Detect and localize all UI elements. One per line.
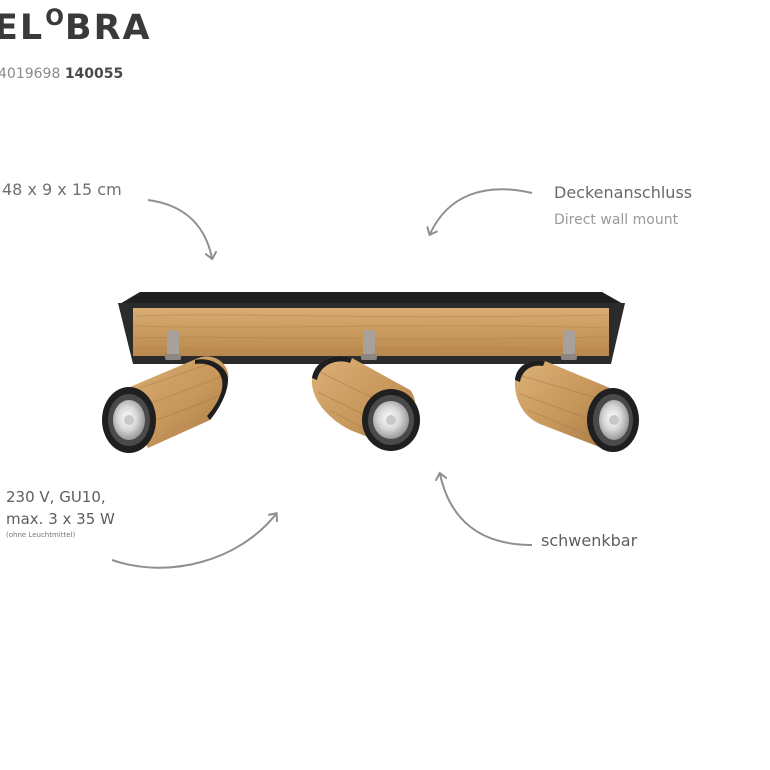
dimension-arrow (147, 199, 212, 258)
brand-logo: ELOBRA (0, 6, 152, 48)
power-spec-note: (ohne Leuchtmittel) (6, 531, 76, 539)
brand-logo-start: EL (0, 8, 45, 48)
spotlight-right (514, 330, 639, 452)
article-number: 4019698 140055 (0, 66, 123, 82)
power-spec-line1: 230 V, GU10, (6, 488, 106, 506)
article-code: 140055 (64, 66, 124, 82)
power-arrow (111, 514, 276, 569)
ceiling-arrow (430, 188, 533, 234)
brand-logo-o: O (45, 6, 64, 31)
ceiling-mount-sublabel: Direct wall mount (554, 212, 679, 228)
brand-logo-end: BRA (64, 8, 152, 48)
article-ean: 4019698 (0, 66, 61, 82)
ceiling-mount-label: Deckenanschluss (554, 183, 693, 202)
swivel-arrow (440, 474, 533, 546)
spotlight-left (102, 330, 229, 453)
spotlight-middle (311, 330, 420, 451)
swivel-label: schwenkbar (541, 531, 638, 550)
power-spec-line2: max. 3 x 35 W (6, 510, 115, 528)
dimensions-label: 48 x 9 x 15 cm (2, 180, 122, 199)
